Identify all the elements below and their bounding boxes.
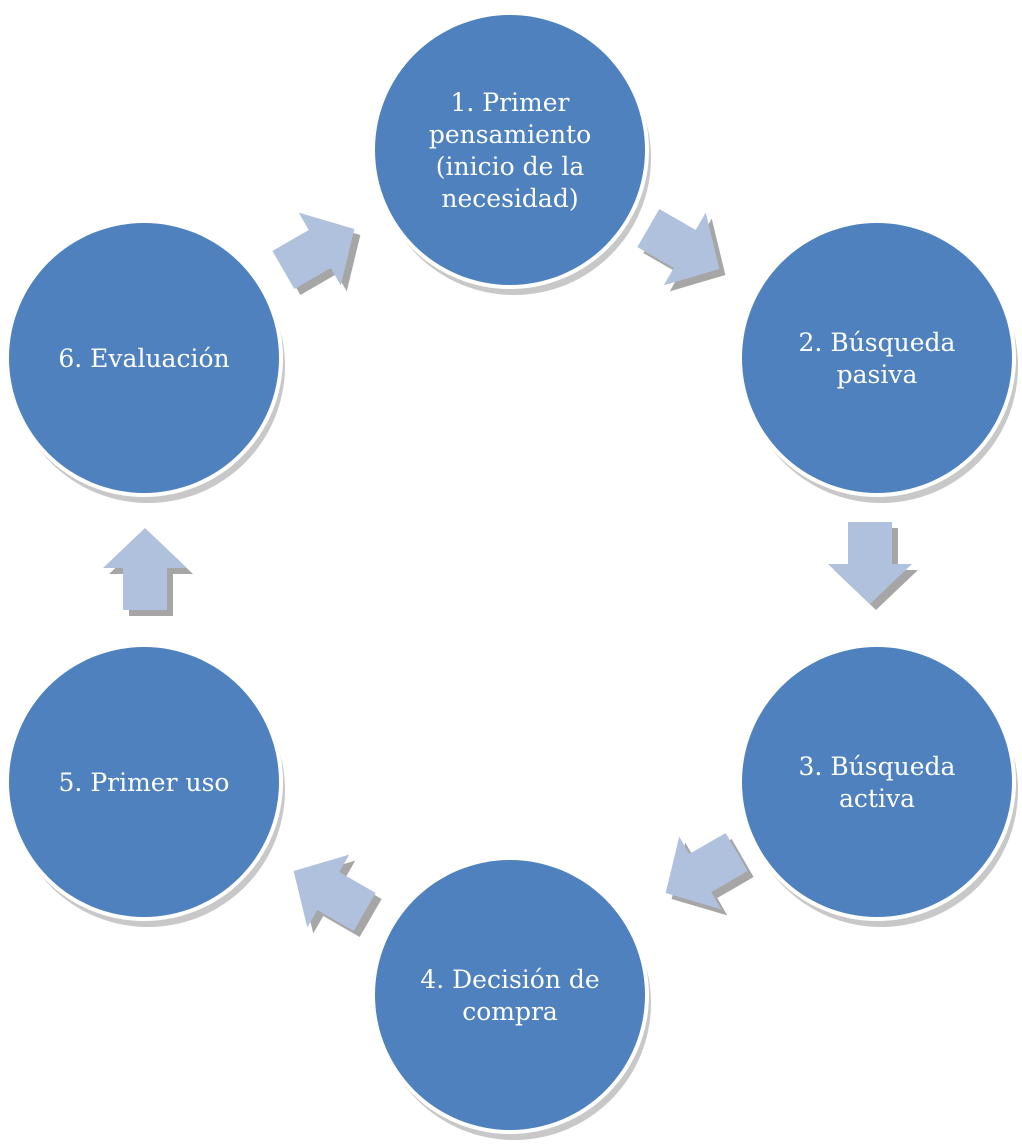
node-circle (9, 647, 279, 917)
node-circle (742, 647, 1012, 917)
cycle-node-1: 1. Primer pensamiento (inicio de la necesid… (371, 11, 651, 295)
node-label-line: compra (462, 997, 558, 1026)
cycle-node-5: 5. Primer uso (5, 643, 285, 927)
cycle-node-3: 3. Búsqueda activa (738, 643, 1018, 927)
arrow-body (637, 208, 720, 286)
node-label-line: pasiva (837, 360, 918, 389)
node-label-line: activa (839, 784, 915, 813)
arrow-body (828, 522, 912, 604)
arrow-n6-to-n1 (272, 212, 361, 296)
nodes-layer: 1. Primer pensamiento (inicio de la necesid… (5, 11, 1018, 1140)
arrow-n5-to-n6 (103, 528, 193, 616)
arrow-body (665, 832, 748, 910)
arrow-n3-to-n4 (665, 832, 754, 916)
node-label-line: (inicio de la (436, 152, 585, 181)
arrow-n2-to-n3 (828, 522, 918, 610)
cycle-node-6: 6. Evaluación (5, 219, 285, 503)
node-label-line: 6. Evaluación (58, 344, 229, 373)
arrow-body (103, 528, 187, 610)
cycle-node-2: 2. Búsqueda pasiva (738, 219, 1018, 503)
arrow-body (272, 212, 355, 290)
node-label-line: 4. Decisión de (420, 965, 599, 994)
node-label-line: pensamiento (429, 120, 591, 149)
arrow-body (293, 854, 376, 932)
node-label-line: 2. Búsqueda (799, 328, 956, 357)
node-circle (375, 860, 645, 1130)
node-label-line: 1. Primer (450, 88, 569, 117)
node-label-line: 5. Primer uso (59, 768, 230, 797)
node-label-line: 3. Búsqueda (799, 752, 956, 781)
arrows-layer (103, 208, 918, 938)
arrow-n1-to-n2 (637, 208, 726, 292)
node-circle (9, 223, 279, 493)
node-circle (742, 223, 1012, 493)
cycle-node-4: 4. Decisión de compra (371, 856, 651, 1140)
arrow-n4-to-n5 (293, 854, 382, 938)
node-circle (375, 15, 645, 285)
node-label-line: necesidad) (441, 184, 578, 213)
